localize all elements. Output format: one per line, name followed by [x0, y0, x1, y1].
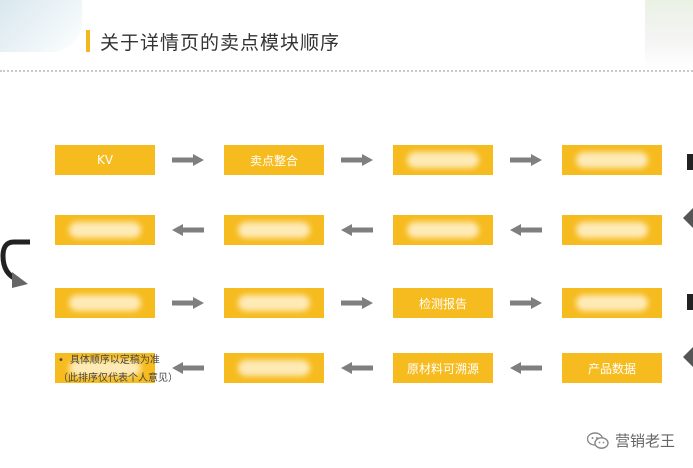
- flow-step-r4-c2: [224, 353, 324, 383]
- flow-step-label: 原材料可溯源: [406, 361, 479, 376]
- wechat-icon: [586, 431, 609, 449]
- top-right-decoration: [645, 0, 693, 70]
- arrow-left-icon: [172, 362, 204, 374]
- arrow-right-icon: [172, 297, 204, 309]
- watermark: 营销老王: [586, 430, 675, 451]
- right-connector-middle: [687, 294, 693, 310]
- obscured-label: [238, 222, 310, 238]
- title-accent-bar: [86, 30, 90, 52]
- flow-step-label: 产品数据: [587, 361, 636, 376]
- flow-step-r3-c1: [55, 288, 155, 318]
- arrow-right-icon: [341, 297, 373, 309]
- obscured-label: [407, 222, 479, 238]
- top-left-decoration: [0, 0, 82, 52]
- flow-step-r1-c3: [393, 145, 493, 175]
- flow-step-r4-c3: 原材料可溯源: [393, 353, 493, 383]
- note-line-1: • 具体顺序以定稿为准: [58, 352, 178, 370]
- flow-step-r1-c2: 卖点整合: [224, 145, 324, 175]
- arrow-right-icon: [341, 154, 373, 166]
- arrow-right-icon: [172, 154, 204, 166]
- arrow-right-icon: [510, 154, 542, 166]
- obscured-label: [69, 295, 141, 311]
- arrow-left-icon: [510, 362, 542, 374]
- arrow-left-icon: [510, 224, 542, 236]
- right-connector-arrow-lower: [683, 347, 693, 367]
- notes-block: • 具体顺序以定稿为准 （此排序仅代表个人意见）: [58, 352, 178, 388]
- obscured-label: [69, 222, 141, 238]
- watermark-text: 营销老王: [614, 432, 675, 450]
- arrow-left-icon: [341, 362, 373, 374]
- obscured-label: [238, 360, 310, 376]
- obscured-label: [576, 222, 648, 238]
- obscured-label: [407, 152, 479, 168]
- note-line-2: （此排序仅代表个人意见）: [58, 373, 178, 384]
- flow-step-r3-c4: [562, 288, 662, 318]
- note-text-1: 具体顺序以定稿为准: [69, 355, 160, 366]
- obscured-label: [576, 152, 648, 168]
- flow-step-r1-c1: KV: [55, 145, 155, 175]
- flow-step-r4-c4: 产品数据: [562, 353, 662, 383]
- flow-step-label: 检测报告: [418, 296, 467, 311]
- title-divider: [0, 70, 693, 72]
- obscured-label: [69, 360, 141, 376]
- flow-step-r4-c1: [55, 353, 155, 383]
- flow-step-r3-c2: [224, 288, 324, 318]
- page-title: 关于详情页的卖点模块顺序: [100, 32, 341, 54]
- flow-step-r2-c3: [393, 215, 493, 245]
- note-bullet: •: [58, 355, 64, 366]
- flow-step-r2-c2: [224, 215, 324, 245]
- flow-step-r1-c4: [562, 145, 662, 175]
- obscured-label: [576, 295, 648, 311]
- obscured-label: [238, 295, 310, 311]
- arrow-left-icon: [341, 224, 373, 236]
- flow-step-r2-c4: [562, 215, 662, 245]
- arrow-right-icon: [510, 297, 542, 309]
- flow-step-r3-c3: 检测报告: [393, 288, 493, 318]
- left-loop-connector: [0, 239, 30, 288]
- flow-step-r2-c1: [55, 215, 155, 245]
- right-connector-arrow-upper: [683, 208, 693, 228]
- flow-step-label: KV: [96, 153, 114, 167]
- arrow-left-icon: [172, 224, 204, 236]
- right-connector-top: [687, 154, 693, 170]
- flow-step-label: 卖点整合: [249, 153, 298, 168]
